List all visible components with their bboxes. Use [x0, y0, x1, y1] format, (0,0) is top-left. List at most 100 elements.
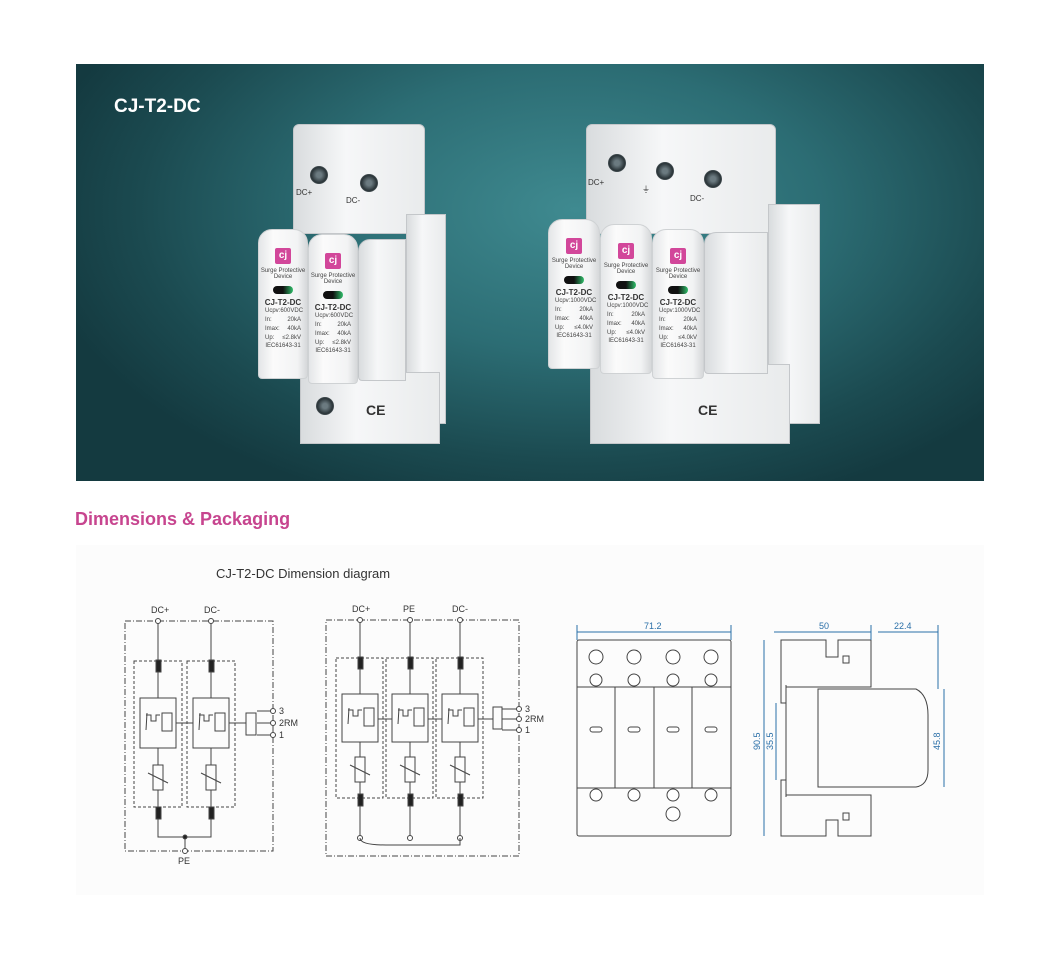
spec-value: 40kA: [337, 331, 351, 337]
side-view-drawing: 50 22.4 90.5 35.5 45.8: [752, 621, 945, 837]
spec-value: 20kA: [287, 317, 301, 323]
spec-key: Imax:: [315, 331, 330, 337]
remote-terminal-label: 1: [279, 730, 284, 740]
spec-key: In:: [659, 317, 666, 323]
dimension-height: 90.5: [752, 732, 762, 750]
module-text: Device: [323, 279, 343, 285]
remote-terminal-label: 3: [279, 706, 284, 716]
ce-mark: CE: [366, 402, 386, 418]
status-indicator: [564, 276, 584, 284]
banner-title: CJ-T2-DC: [114, 96, 201, 117]
spec-key: Ucpv:: [555, 298, 571, 304]
remote-terminal-label: 2RM: [525, 714, 544, 724]
terminal-screw-icon: [704, 170, 722, 188]
terminal-label: PE: [178, 856, 190, 866]
module-model: CJ-T2-DC: [607, 293, 645, 302]
earth-symbol-icon: ⏚: [642, 185, 650, 194]
earth-screw-icon: [316, 397, 334, 415]
module-text: Surge Protective: [655, 268, 701, 274]
section-heading: Dimensions & Packaging: [75, 509, 291, 529]
terminal-label: DC-: [346, 196, 361, 205]
brand-logo-icon: cj: [566, 238, 582, 254]
module-text: Device: [616, 269, 636, 275]
module-standard: IEC61643-31: [265, 343, 301, 349]
brand-logo-icon: cj: [325, 253, 341, 269]
spec-key: Ucpv:: [315, 313, 331, 319]
terminal-label: DC+: [296, 188, 313, 197]
spec-value: 20kA: [631, 312, 645, 318]
module-text: Surge Protective: [310, 273, 356, 279]
module-text: Device: [668, 274, 688, 280]
module-model: CJ-T2-DC: [555, 288, 593, 297]
spec-key: Up:: [315, 340, 325, 346]
spec-value: ≤2.8kV: [332, 340, 351, 346]
module-text: Device: [564, 264, 584, 270]
spec-value: 40kA: [683, 326, 697, 332]
spec-key: In:: [265, 317, 272, 323]
status-indicator: [668, 286, 688, 294]
module-model: CJ-T2-DC: [314, 303, 352, 312]
status-indicator: [323, 291, 343, 299]
spec-value: 600VDC: [280, 308, 304, 314]
spd-module: cj Surge Protective Device CJ-T2-DC Ucpv…: [600, 224, 652, 374]
spec-value: 1000VDC: [674, 308, 701, 314]
product-banner: CJ-T2-DC DC+ DC- CE cj Surge Protective …: [76, 64, 984, 481]
spec-key: Imax:: [659, 326, 674, 332]
spec-key: Up:: [607, 330, 617, 336]
terminal-label: DC+: [352, 604, 370, 614]
dimension-width: 71.2: [644, 621, 662, 631]
wiring-diagram-2-pole: DC+ DC-: [124, 605, 298, 866]
terminal-label: DC+: [151, 605, 169, 615]
module-model: CJ-T2-DC: [264, 298, 302, 307]
brand-logo-icon: cj: [618, 243, 634, 259]
status-indicator: [616, 281, 636, 289]
spec-value: 20kA: [683, 317, 697, 323]
module-standard: IEC61643-31: [556, 333, 592, 339]
spd-module: cj Surge Protective Device CJ-T2-DC Ucpv…: [258, 229, 308, 379]
terminal-screw-icon: [656, 162, 674, 180]
diagram-title: CJ-T2-DC Dimension diagram: [216, 566, 390, 581]
terminal-screw-icon: [310, 166, 328, 184]
module-text: Device: [273, 274, 293, 280]
terminal-label: DC-: [204, 605, 220, 615]
remote-terminal-label: 3: [525, 704, 530, 714]
remote-terminal-label: 1: [525, 725, 530, 735]
dimension-rail: 35.5: [765, 732, 775, 750]
module-standard: IEC61643-31: [315, 348, 351, 354]
spec-key: Imax:: [607, 321, 622, 327]
spec-key: Imax:: [555, 316, 570, 322]
spec-value: 1000VDC: [570, 298, 597, 304]
product-3-pole-image: DC+ ⏚ DC- CE cj Surge Protective Device …: [546, 114, 826, 454]
spec-key: Imax:: [265, 326, 280, 332]
module-text: Surge Protective: [603, 263, 649, 269]
module-standard: IEC61643-31: [608, 338, 644, 344]
spec-key: Ucpv:: [659, 308, 675, 314]
terminal-label: PE: [403, 604, 415, 614]
dimension-diagram-panel: CJ-T2-DC Dimension diagram DC+ DC-: [76, 545, 984, 895]
status-indicator: [273, 286, 293, 294]
brand-logo-icon: cj: [670, 248, 686, 264]
ce-mark: CE: [698, 402, 718, 418]
terminal-label: DC-: [690, 194, 705, 203]
module-text: Surge Protective: [260, 268, 306, 274]
spec-key: Ucpv:: [265, 308, 281, 314]
spec-value: 20kA: [579, 307, 593, 313]
spec-value: 1000VDC: [622, 303, 649, 309]
spec-value: ≤2.8kV: [282, 335, 301, 341]
terminal-screw-icon: [360, 174, 378, 192]
spec-key: In:: [315, 322, 322, 328]
terminal-label: DC-: [452, 604, 468, 614]
remote-terminal-label: 2RM: [279, 718, 298, 728]
module-standard: IEC61643-31: [660, 343, 696, 349]
spec-key: In:: [555, 307, 562, 313]
product-2-pole-image: DC+ DC- CE cj Surge Protective Device CJ…: [256, 114, 446, 454]
spec-key: Up:: [659, 335, 669, 341]
brand-logo-icon: cj: [275, 248, 291, 264]
spd-module: cj Surge Protective Device CJ-T2-DC Ucpv…: [308, 234, 358, 384]
spd-module: cj Surge Protective Device CJ-T2-DC Ucpv…: [652, 229, 704, 379]
dimension-front-depth: 22.4: [894, 621, 912, 631]
front-view-drawing: 71.2: [576, 621, 732, 837]
wiring-diagram-3-pole: DC+ PE DC-: [325, 604, 544, 857]
spec-value: 600VDC: [330, 313, 354, 319]
spec-value: 40kA: [631, 321, 645, 327]
